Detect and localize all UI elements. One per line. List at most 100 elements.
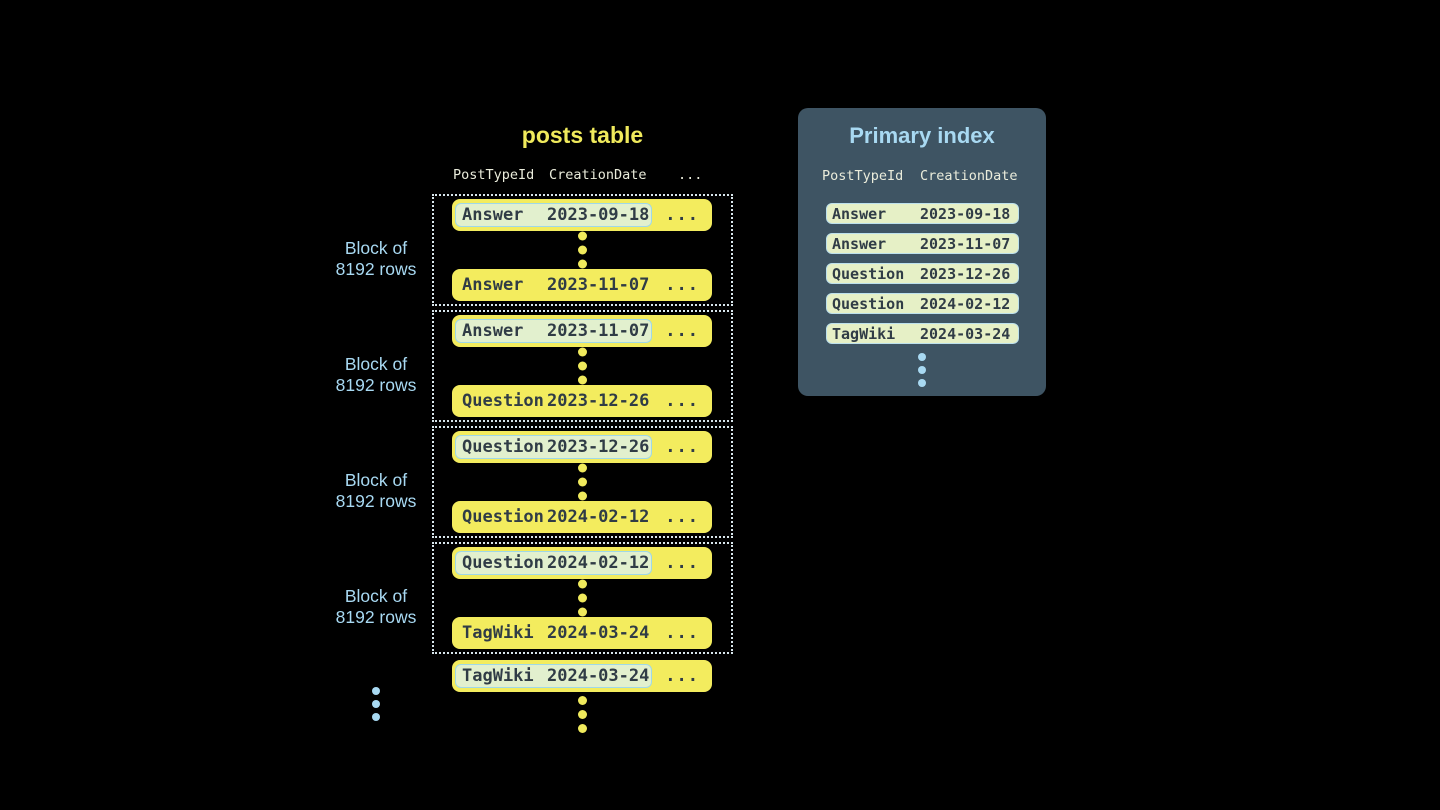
block-label-line2: 8192 rows [335, 259, 417, 279]
block-label-3: Block of 8192 rows [296, 470, 456, 512]
row-key-highlight: TagWiki 2024-03-24 [455, 664, 652, 688]
row-creationdate: 2024-03-24 [547, 666, 650, 686]
dot [578, 491, 587, 501]
ellipsis-dots-vertical [434, 231, 731, 269]
row-ellipsis: ... [665, 437, 699, 457]
ellipsis-dots-vertical [434, 579, 731, 617]
dot [578, 607, 587, 617]
row-posttypeid: Question [462, 437, 544, 457]
row-posttypeid: Answer [462, 205, 524, 225]
posts-table-title: posts table [521, 122, 644, 148]
column-header-ellipsis: ... [678, 167, 703, 183]
dot [578, 579, 587, 589]
dot [578, 231, 587, 241]
table-row: Answer 2023-11-07 ... [452, 269, 712, 301]
block-label-1: Block of 8192 rows [296, 238, 456, 280]
row-ellipsis: ... [665, 553, 699, 573]
row-creationdate: 2024-03-24 [547, 623, 650, 643]
dot [578, 259, 587, 269]
row-posttypeid: Question [462, 507, 544, 527]
ellipsis-dots-vertical [434, 347, 731, 385]
dot [578, 463, 587, 473]
dot [578, 696, 587, 705]
block-label-line2: 8192 rows [335, 607, 417, 627]
ellipsis-dots-vertical-blue [798, 353, 1046, 387]
entry-posttypeid: TagWiki [832, 324, 896, 343]
entry-posttypeid: Answer [832, 204, 887, 223]
ellipsis-dots-vertical [432, 696, 733, 733]
table-row: TagWiki 2024-03-24 ... [452, 617, 712, 649]
row-posttypeid: Answer [462, 321, 524, 341]
row-creationdate: 2024-02-12 [547, 553, 650, 573]
row-posttypeid: Answer [462, 275, 524, 295]
index-entry: TagWiki 2024-03-24 [826, 323, 1019, 344]
posts-table-column-headers: PostTypeId CreationDate ... [432, 167, 733, 185]
row-ellipsis: ... [665, 275, 699, 295]
entry-creationdate: 2023-11-07 [920, 234, 1011, 253]
block-label-line1: Block of [344, 470, 408, 490]
ellipsis-dots-vertical [434, 463, 731, 501]
row-ellipsis: ... [665, 623, 699, 643]
index-entry: Question 2023-12-26 [826, 263, 1019, 284]
row-posttypeid: Question [462, 391, 544, 411]
block-label-line1: Block of [344, 586, 408, 606]
block-label-line1: Block of [344, 238, 408, 258]
row-ellipsis: ... [665, 507, 699, 527]
index-entry: Answer 2023-11-07 [826, 233, 1019, 254]
entry-creationdate: 2023-12-26 [920, 264, 1011, 283]
dot [918, 379, 926, 387]
row-posttypeid: TagWiki [462, 623, 534, 643]
column-header-posttypeid: PostTypeId [822, 168, 904, 184]
dot [372, 687, 380, 695]
row-posttypeid: TagWiki [462, 666, 534, 686]
row-creationdate: 2023-12-26 [547, 391, 650, 411]
dot [372, 700, 380, 708]
dot [578, 724, 587, 733]
primary-index-entries: Answer 2023-09-18 Answer 2023-11-07 Questi… [826, 203, 1019, 344]
row-key-highlight: Answer 2023-11-07 [455, 319, 652, 343]
row-ellipsis: ... [665, 205, 699, 225]
block-label-line2: 8192 rows [335, 491, 417, 511]
column-header-creationdate: CreationDate [549, 167, 647, 183]
primary-index-column-headers: PostTypeId CreationDate [798, 168, 1046, 186]
entry-creationdate: 2024-03-24 [920, 324, 1011, 343]
dot [578, 347, 587, 357]
entry-posttypeid: Question [832, 264, 905, 283]
dot [918, 366, 926, 374]
block-label-4: Block of 8192 rows [296, 586, 456, 628]
block-label-2: Block of 8192 rows [296, 354, 456, 396]
row-ellipsis: ... [665, 666, 699, 686]
block-label-line2: 8192 rows [335, 375, 417, 395]
column-header-creationdate: CreationDate [920, 168, 1018, 184]
dot [372, 713, 380, 721]
block-label-line1: Block of [344, 354, 408, 374]
entry-creationdate: 2024-02-12 [920, 294, 1011, 313]
index-entry: Answer 2023-09-18 [826, 203, 1019, 224]
entry-posttypeid: Answer [832, 234, 887, 253]
dot [578, 375, 587, 385]
primary-index-panel: Primary index PostTypeId CreationDate An… [798, 108, 1046, 396]
dot [578, 361, 587, 371]
column-header-posttypeid: PostTypeId [453, 167, 535, 183]
row-key: TagWiki 2024-03-24 [455, 621, 652, 645]
row-creationdate: 2024-02-12 [547, 507, 650, 527]
row-creationdate: 2023-11-07 [547, 275, 650, 295]
entry-creationdate: 2023-09-18 [920, 204, 1011, 223]
dot [578, 477, 587, 487]
primary-index-title: Primary index [849, 123, 995, 148]
row-creationdate: 2023-11-07 [547, 321, 650, 341]
